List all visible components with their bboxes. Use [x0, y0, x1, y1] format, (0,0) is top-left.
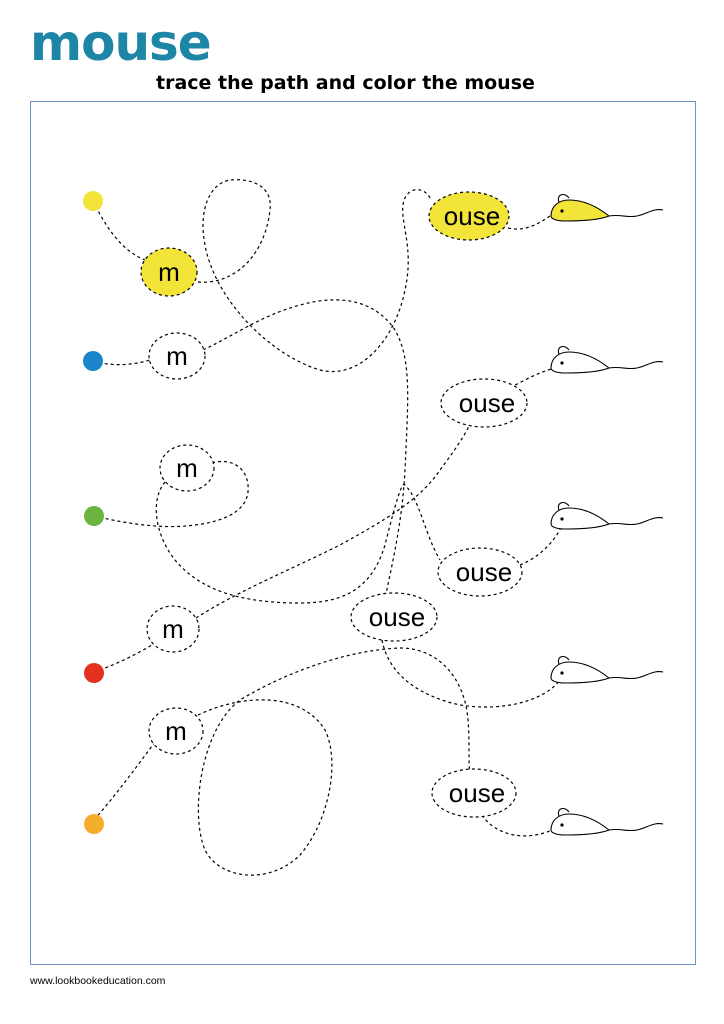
start-dot-orange[interactable] — [84, 814, 104, 834]
mouse-icon-5[interactable] — [550, 807, 664, 836]
path-ouse1-to-mouse[interactable] — [507, 215, 551, 230]
m-bubble-5[interactable] — [148, 707, 204, 755]
start-dot-blue[interactable] — [83, 351, 103, 371]
m-letter-1: m — [158, 257, 180, 287]
path-m2-to-ouse[interactable] — [202, 299, 409, 601]
path-ouse5-to-mouse[interactable] — [481, 814, 553, 837]
page-subtitle: trace the path and color the mouse — [156, 72, 535, 94]
ouse-bubble-5[interactable] — [431, 768, 517, 818]
ouse-text-2: ouse — [459, 388, 515, 418]
path-m5-to-ouse[interactable] — [197, 647, 471, 876]
page-title: mouse — [30, 14, 212, 72]
path-ouse-center-to-mouse[interactable] — [381, 639, 561, 708]
m-letter-2: m — [166, 341, 188, 371]
worksheet-frame — [30, 101, 696, 965]
ouse-bubble-2[interactable] — [440, 378, 528, 428]
mouse-eye-2 — [560, 361, 564, 365]
m-bubble-1[interactable] — [140, 247, 198, 297]
footer-website: www.lookbookeducation.com — [30, 975, 166, 987]
start-dot-green[interactable] — [84, 506, 104, 526]
path-m4-to-ouse[interactable] — [195, 423, 471, 619]
start-dot-yellow[interactable] — [83, 191, 103, 211]
m-bubble-4[interactable] — [146, 605, 200, 653]
ouse-text-3: ouse — [456, 557, 512, 587]
mouse-eye-3 — [560, 517, 564, 521]
path-m1-to-ouse[interactable] — [197, 179, 431, 373]
path-dot-1-to-m[interactable] — [92, 200, 146, 261]
ouse-bubble-1[interactable] — [428, 191, 510, 241]
mouse-eye-4 — [560, 671, 564, 675]
m-bubble-3[interactable] — [159, 444, 215, 492]
m-letter-5: m — [165, 716, 187, 746]
mouse-eye-5 — [560, 823, 564, 827]
path-dot-4-to-m[interactable] — [93, 644, 153, 673]
mouse-icon-4[interactable] — [550, 655, 664, 684]
ouse-text-4: ouse — [369, 602, 425, 632]
path-ouse2-to-mouse[interactable] — [509, 367, 556, 389]
mouse-eye-1 — [560, 209, 564, 213]
ouse-bubble-3[interactable] — [437, 547, 523, 597]
path-m3-to-ouse[interactable] — [155, 481, 441, 604]
start-dot-red[interactable] — [84, 663, 104, 683]
ouse-text-5: ouse — [449, 778, 505, 808]
mouse-icon-3[interactable] — [550, 501, 664, 530]
m-bubble-2[interactable] — [148, 332, 206, 380]
path-dot-5-to-m[interactable] — [93, 741, 156, 821]
m-letter-3: m — [176, 453, 198, 483]
mouse-icon-2[interactable] — [550, 345, 664, 374]
m-letter-4: m — [162, 614, 184, 644]
path-ouse3-to-mouse[interactable] — [519, 524, 563, 566]
ouse-text-1: ouse — [444, 201, 500, 231]
ouse-bubble-4[interactable] — [350, 592, 438, 642]
mouse-icon-1[interactable] — [550, 193, 664, 222]
